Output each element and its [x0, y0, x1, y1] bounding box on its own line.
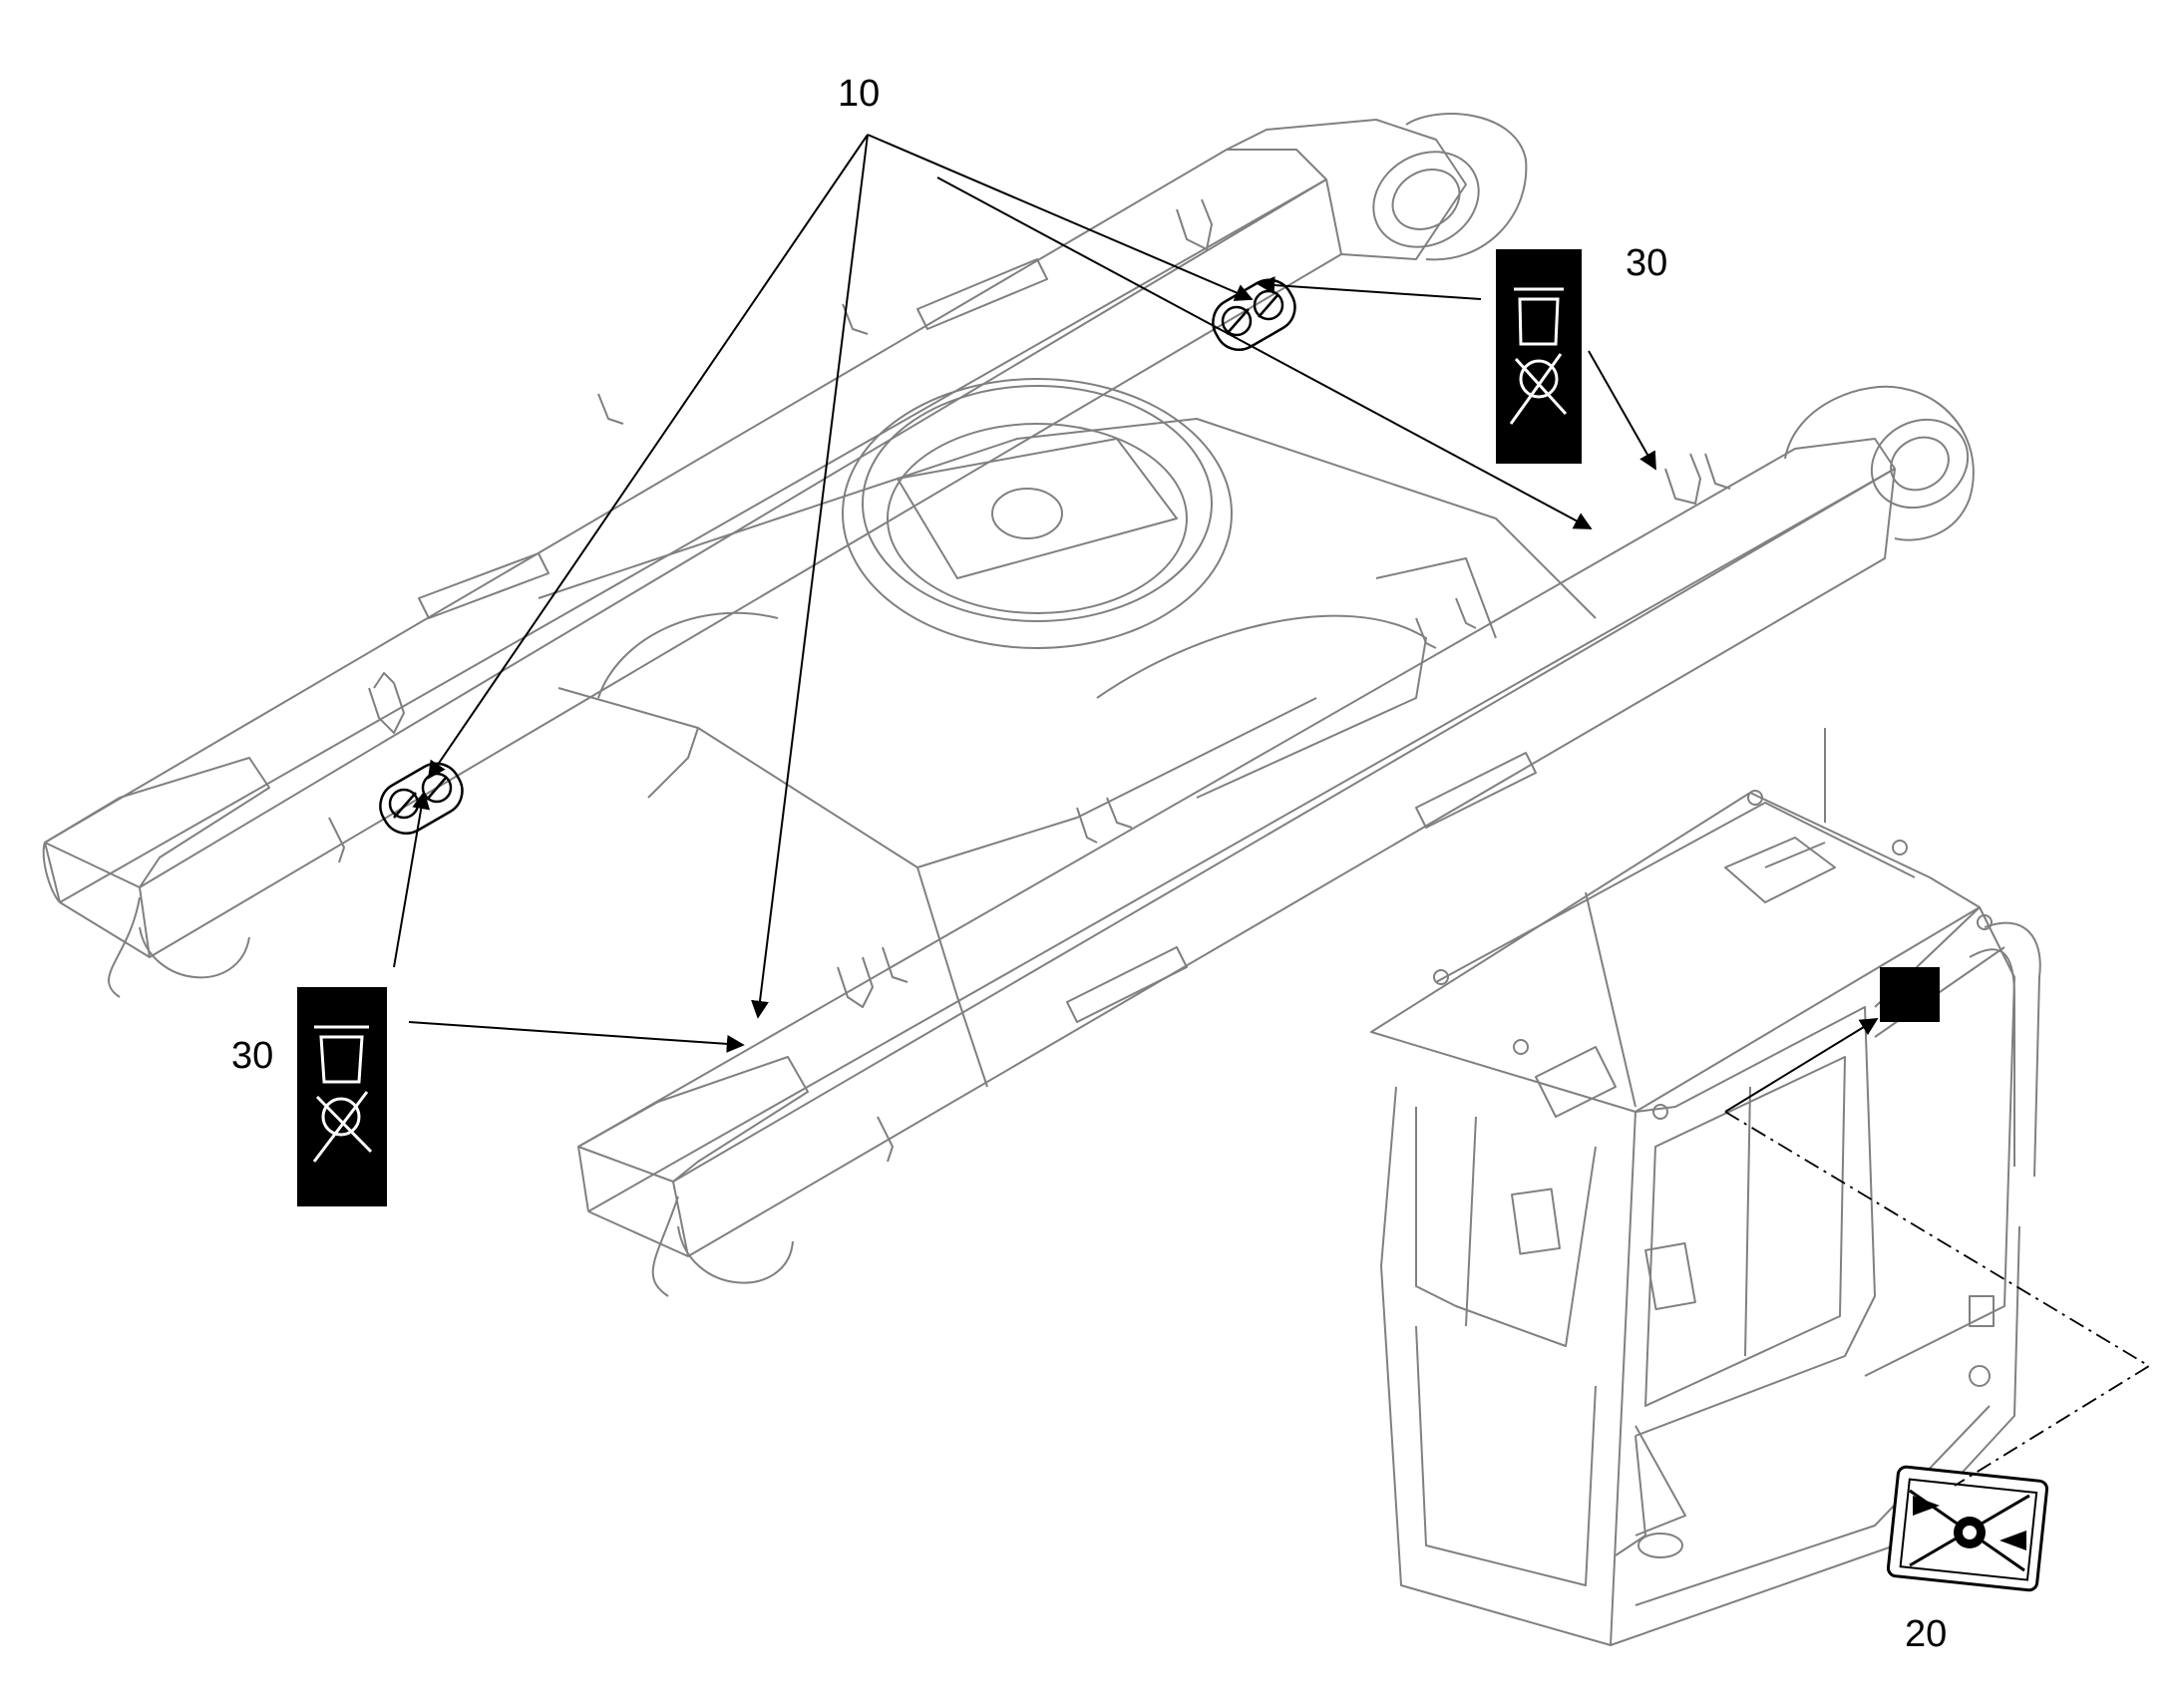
callout-item-20: 20 — [1905, 1613, 1948, 1655]
undercarriage-frame — [42, 113, 1975, 1297]
cab-decal-marker — [1880, 967, 1940, 1022]
lifting-point-decal-icon — [297, 987, 387, 1206]
callout-item-10: 10 — [838, 73, 881, 115]
tie-down-point-decal-icon — [379, 762, 464, 835]
lifting-point-decal-icon — [1496, 249, 1582, 464]
leader-lines — [393, 134, 1879, 1113]
dash-dot-leader — [1724, 1111, 2151, 1487]
callout-item-30-upper: 30 — [1626, 242, 1668, 284]
callout-item-30-lower: 30 — [231, 1035, 274, 1077]
warning-decal-icon — [1886, 1465, 2049, 1592]
